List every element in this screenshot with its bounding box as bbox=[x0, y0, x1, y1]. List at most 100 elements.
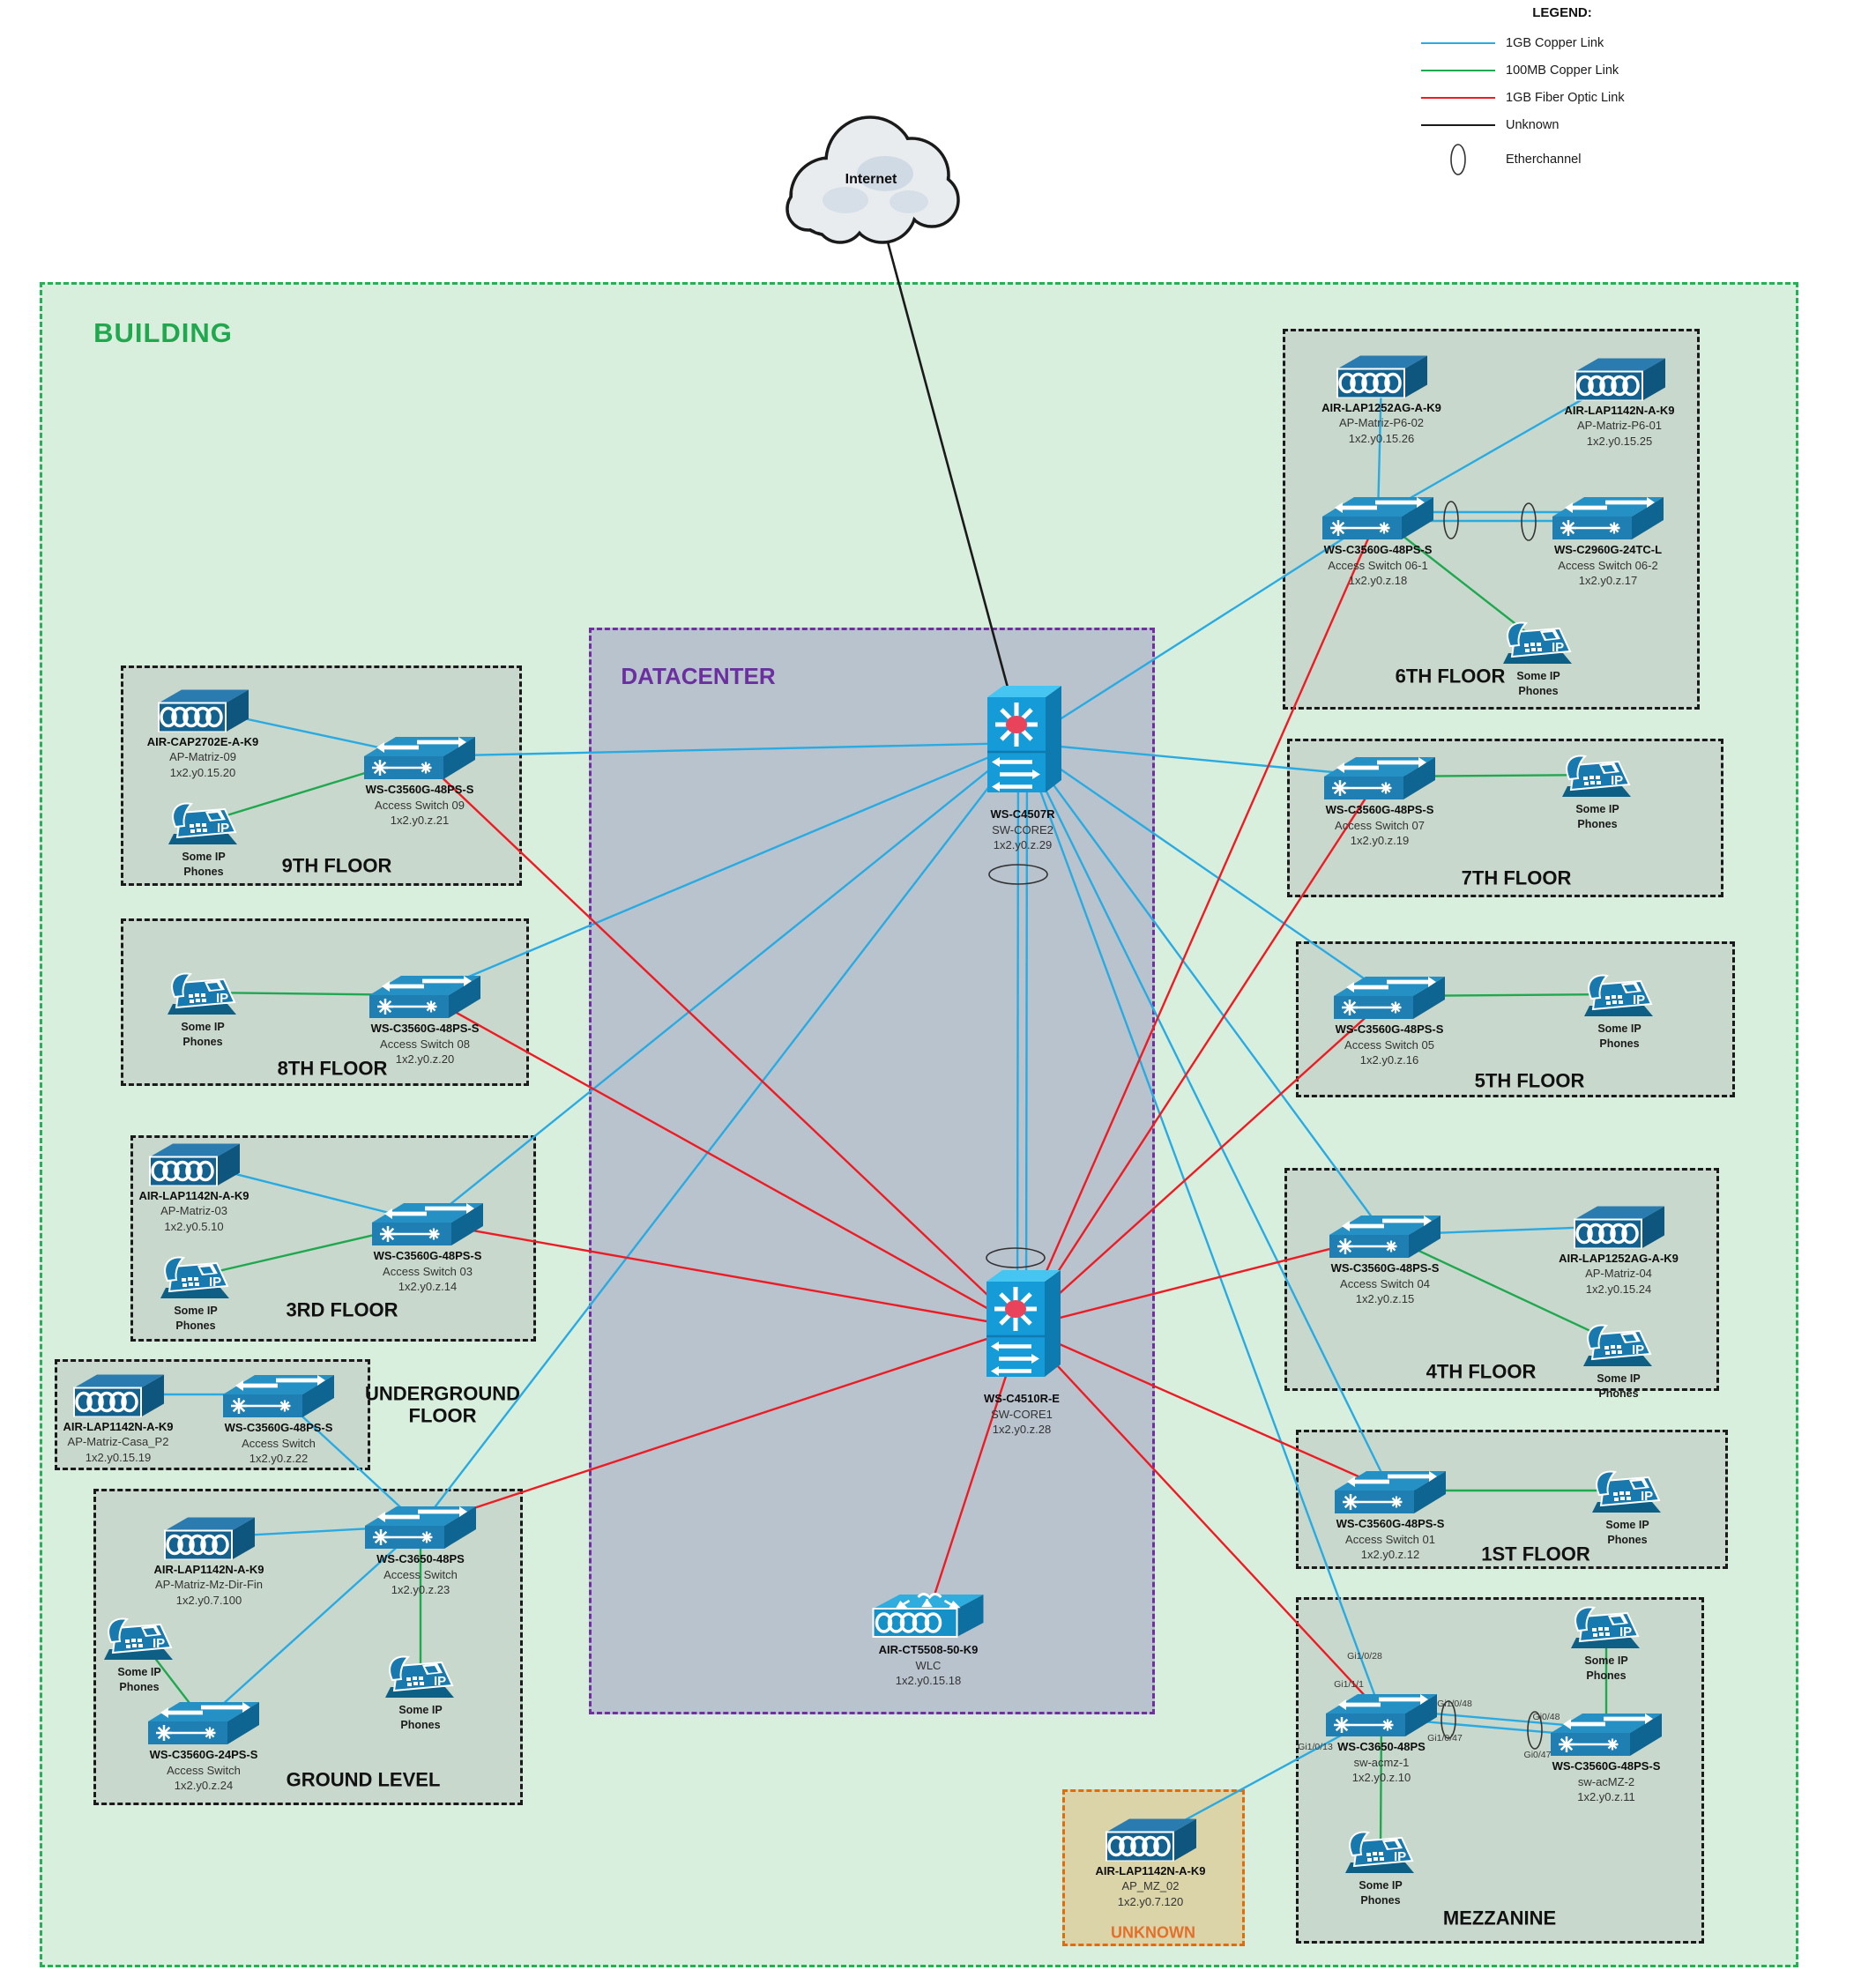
mz1-node bbox=[1324, 1690, 1439, 1737]
internet-node bbox=[775, 110, 967, 249]
as05-node bbox=[1332, 972, 1447, 1020]
node-label-line: WS-C3560G-48PS-S bbox=[1330, 1261, 1440, 1275]
legend-item: 1GB Copper Link bbox=[1421, 29, 1738, 56]
as6a-node bbox=[1321, 493, 1435, 540]
node-label-line: Some IP bbox=[174, 1305, 218, 1317]
node-label-line: 1x2.y0.z.20 bbox=[395, 1052, 455, 1067]
core2-node bbox=[980, 681, 1065, 805]
node-label-line: Access Switch bbox=[383, 1567, 458, 1581]
zone-label-unknown: UNKNOWN bbox=[1111, 1923, 1195, 1942]
link-as03-core2 bbox=[427, 742, 1024, 1223]
node-label-line: Access Switch 01 bbox=[1345, 1532, 1435, 1546]
asgl2-node bbox=[146, 1698, 261, 1745]
ip-phone-icon: IP bbox=[168, 802, 237, 844]
access-point-icon bbox=[1574, 358, 1665, 402]
svg-text:IP: IP bbox=[217, 821, 229, 836]
node-label-line: 1x2.y0.z.19 bbox=[1350, 834, 1410, 848]
node-label-line: 1x2.y0.15.26 bbox=[1348, 431, 1415, 445]
ip-phone-icon: IP bbox=[385, 1655, 454, 1698]
node-label-line: Access Switch bbox=[167, 1763, 241, 1777]
node-label-line: WS-C3560G-48PS-S bbox=[1336, 1517, 1445, 1530]
port-label: Gi0/48 bbox=[1532, 1712, 1560, 1722]
zone-unknown bbox=[1062, 1789, 1245, 1946]
zone-datacenter bbox=[589, 628, 1155, 1714]
access-switch-icon bbox=[1326, 1694, 1437, 1736]
port-label: Gi1/1/1 bbox=[1334, 1679, 1364, 1690]
link-as04-ph04 bbox=[1384, 1233, 1619, 1346]
node-label-line: AP-Matriz-Mz-Dir-Fin bbox=[154, 1578, 264, 1592]
node-label-line: WS-C3560G-48PS-S bbox=[373, 1249, 482, 1262]
core-switch-icon bbox=[987, 686, 1061, 792]
node-label-line: 1x2.y0.z.24 bbox=[174, 1779, 234, 1793]
legend-item-label: 100MB Copper Link bbox=[1506, 63, 1619, 78]
ip-phone-icon: IP bbox=[1571, 1606, 1640, 1648]
node-label-line: 1x2.y0.7.100 bbox=[175, 1593, 242, 1607]
apug-node bbox=[71, 1372, 166, 1418]
as04-node bbox=[1328, 1211, 1442, 1259]
access-point-icon bbox=[73, 1374, 164, 1418]
link-core2-as6a bbox=[1022, 515, 1379, 745]
zone-label-building: BUILDING bbox=[93, 317, 233, 349]
node-label-line: 1x2.y0.15.20 bbox=[169, 765, 236, 779]
node-label-line: Access Switch 06-2 bbox=[1558, 558, 1658, 572]
legend-item: Unknown bbox=[1421, 111, 1738, 138]
link-as6a-core1 bbox=[1020, 516, 1380, 1328]
port-label: Gi1/0/48 bbox=[1437, 1699, 1472, 1709]
node-label-line: Some IP bbox=[1575, 803, 1619, 815]
node-label-line: WS-C4510R-E bbox=[984, 1392, 1060, 1405]
internet-label: Internet bbox=[845, 170, 897, 190]
link-swatch-icon bbox=[1421, 69, 1495, 71]
zone-label-floor1: 1ST FLOOR bbox=[1481, 1543, 1590, 1565]
node-label-line: AIR-LAP1142N-A-K9 bbox=[138, 1188, 249, 1202]
access-point-icon bbox=[164, 1517, 255, 1561]
node-label-line: 1x2.y0.z.29 bbox=[993, 838, 1053, 852]
access-point-icon bbox=[149, 1143, 240, 1187]
zone-label-datacenter: DATACENTER bbox=[621, 663, 776, 690]
link-as08-core1 bbox=[424, 993, 1023, 1329]
access-switch-icon bbox=[372, 1203, 483, 1245]
access-switch-icon bbox=[148, 1702, 259, 1744]
node-label-line: AIR-LAP1142N-A-K9 bbox=[1095, 1863, 1206, 1877]
node-label-line: WS-C4507R bbox=[990, 807, 1055, 821]
node-label-line: WS-C2960G-24TC-L bbox=[1553, 543, 1663, 556]
link-as07-core1 bbox=[1020, 776, 1381, 1328]
access-switch-icon bbox=[1551, 1714, 1662, 1756]
link-ap6b-as6a bbox=[1377, 376, 1620, 518]
ip-phone-icon: IP bbox=[1345, 1831, 1414, 1873]
port-label: Gi0/47 bbox=[1523, 1750, 1552, 1760]
svg-text:IP: IP bbox=[1394, 1849, 1406, 1864]
node-label-line: WS-C3560G-48PS-S bbox=[365, 783, 474, 796]
node-label-line: WS-C3650-48PS bbox=[1337, 1740, 1426, 1753]
zone-label-floor5: 5TH FLOOR bbox=[1474, 1069, 1585, 1092]
node-label-line: Phones bbox=[1518, 684, 1559, 697]
zone-label-floor3: 3RD FLOOR bbox=[286, 1298, 398, 1321]
etherchannel-swatch-icon bbox=[1421, 138, 1495, 181]
svg-text:IP: IP bbox=[1619, 1624, 1632, 1639]
node-label-line: WS-C3560G-48PS-S bbox=[224, 1421, 333, 1434]
wlc-node bbox=[869, 1587, 988, 1640]
ap6b-node bbox=[1572, 356, 1667, 402]
node-label-line: Some IP bbox=[1605, 1519, 1649, 1531]
access-switch-icon bbox=[1329, 1216, 1440, 1258]
access-switch-icon bbox=[1335, 1471, 1446, 1513]
ph06-node: IP bbox=[1501, 616, 1575, 667]
internet-cloud-icon bbox=[785, 115, 960, 244]
node-label-line: Some IP bbox=[1516, 670, 1560, 682]
ph01-node: IP bbox=[1590, 1465, 1664, 1516]
ip-phone-icon: IP bbox=[1503, 621, 1572, 664]
asug-node bbox=[221, 1371, 336, 1418]
access-switch-icon bbox=[364, 737, 475, 779]
access-switch-icon bbox=[1334, 977, 1445, 1019]
access-switch-icon bbox=[223, 1375, 334, 1417]
link-asgl1-core2 bbox=[420, 742, 1024, 1527]
link-swatch-icon bbox=[1421, 96, 1495, 99]
ph05-node: IP bbox=[1582, 969, 1656, 1020]
